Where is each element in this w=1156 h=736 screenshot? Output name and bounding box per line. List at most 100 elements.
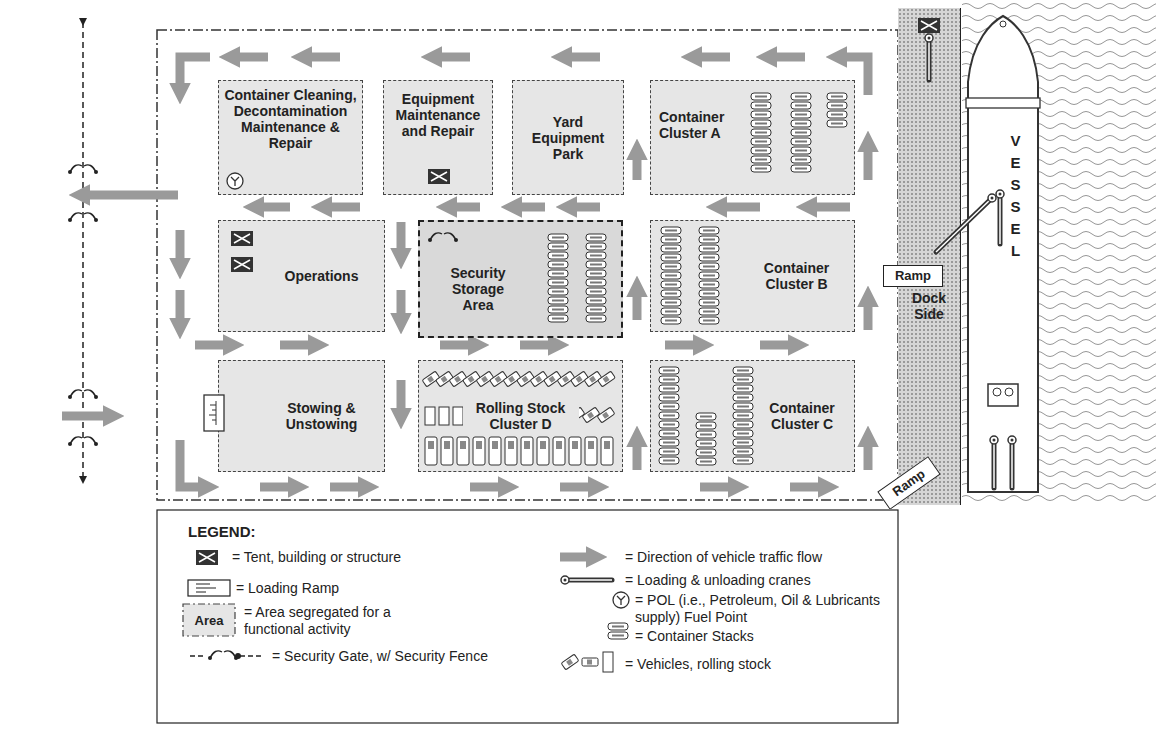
- traffic-arrow: [470, 483, 500, 492]
- legend-heading: LEGEND:: [188, 523, 256, 540]
- vehicle: [561, 654, 579, 670]
- container-stack: [548, 279, 568, 286]
- crane: [561, 576, 569, 584]
- container-stack: [659, 448, 679, 455]
- container-stack: [703, 266, 715, 268]
- container-stack: [795, 150, 807, 152]
- security-gate: [430, 233, 456, 240]
- traffic-arrow: [560, 553, 588, 562]
- tent-icon: [918, 18, 940, 33]
- container-stack: [795, 168, 807, 170]
- container-stack: [659, 403, 679, 410]
- container-stack: [795, 132, 807, 134]
- tent-icon: [431, 172, 447, 181]
- traffic-arrow: [238, 53, 268, 62]
- container-stack: [703, 284, 715, 286]
- security-gate: [428, 238, 432, 242]
- vehicle: [556, 441, 562, 449]
- container-stack: [700, 425, 712, 427]
- container-stack: [663, 451, 675, 453]
- legend-entry: = Loading Ramp: [236, 580, 536, 597]
- crane: [1008, 436, 1016, 444]
- container-stack: [663, 388, 675, 390]
- container-stack: [590, 300, 602, 302]
- crane: [998, 194, 1003, 244]
- container-stack: [755, 159, 767, 161]
- crane: [928, 38, 930, 80]
- vehicle: [495, 376, 502, 383]
- area-label: Container Cluster B: [749, 260, 844, 292]
- area-box: Security Storage Area: [418, 220, 623, 338]
- security-gate: [68, 442, 72, 446]
- area-label: Security Storage Area: [438, 265, 518, 313]
- traffic-arrow: [520, 341, 550, 350]
- vehicle: [585, 437, 597, 465]
- vehicle: [572, 441, 578, 449]
- container-stack: [590, 273, 602, 275]
- container-stack: [703, 239, 715, 241]
- container-stack: [586, 243, 606, 250]
- container-stack: [831, 96, 843, 98]
- tent-icon: [428, 169, 450, 184]
- container-stack: [552, 291, 564, 293]
- container-stack: [700, 416, 712, 418]
- container-stack: [663, 406, 675, 408]
- container-stack: [700, 461, 712, 463]
- container-stack: [755, 96, 767, 98]
- tent-icon: [199, 553, 215, 562]
- crane: [993, 439, 996, 442]
- crane: [564, 579, 567, 582]
- tent-icon: [234, 260, 250, 269]
- container-stack: [795, 114, 807, 116]
- vehicle: [603, 652, 613, 672]
- vehicle: [441, 376, 448, 383]
- container-stack: [737, 451, 749, 453]
- legend-area-sample: [183, 604, 235, 636]
- legend-text: = Direction of vehicle traffic flow: [625, 549, 822, 565]
- container-stack: [552, 309, 564, 311]
- container-stack: [552, 282, 564, 284]
- security-gate: [94, 442, 98, 446]
- container-stack: [795, 159, 807, 161]
- deckhouse: [993, 388, 1001, 396]
- container-stack: [661, 236, 681, 243]
- loading-ramp: [209, 401, 216, 425]
- container-stack: [659, 439, 679, 446]
- vehicle: [598, 371, 616, 387]
- area-label: Ramp: [895, 268, 931, 284]
- container-stack: [791, 120, 811, 127]
- vehicle: [441, 437, 453, 465]
- legend-text: = Tent, building or structure: [232, 549, 401, 565]
- container-stack: [699, 281, 719, 288]
- container-stack: [586, 234, 606, 241]
- traffic-arrow: [633, 445, 642, 470]
- container-stack: [827, 93, 847, 100]
- container-stack: [703, 257, 715, 259]
- container-stack: [586, 270, 606, 277]
- vessel-bridge: [966, 98, 1040, 108]
- container-stack: [590, 246, 602, 248]
- container-stack: [586, 315, 606, 322]
- container-stack: [665, 230, 677, 232]
- container-stack: [661, 263, 681, 270]
- vessel-hull: [968, 16, 1038, 492]
- container-stack: [590, 318, 602, 320]
- legend-entry: = Security Gate, w/ Security Fence: [272, 648, 552, 665]
- container-stack: [665, 275, 677, 277]
- legend-text: = Container Stacks: [635, 628, 754, 644]
- container-stack: [696, 458, 716, 465]
- container-stack: [700, 443, 712, 445]
- container-stack: [699, 245, 719, 252]
- legend-heading: LEGEND:: [188, 523, 308, 540]
- container-stack: [827, 120, 847, 127]
- container-stack: [751, 165, 771, 172]
- vehicle: [444, 441, 450, 449]
- container-stack: [665, 257, 677, 259]
- traffic-arrow: [815, 203, 850, 212]
- container-stack: [699, 236, 719, 243]
- container-stack: [663, 424, 675, 426]
- area-label: Dock Side: [902, 290, 956, 322]
- vehicle: [473, 437, 485, 465]
- water: [962, 0, 1156, 505]
- legend-entry: = Area segregated for a functional activ…: [244, 604, 404, 638]
